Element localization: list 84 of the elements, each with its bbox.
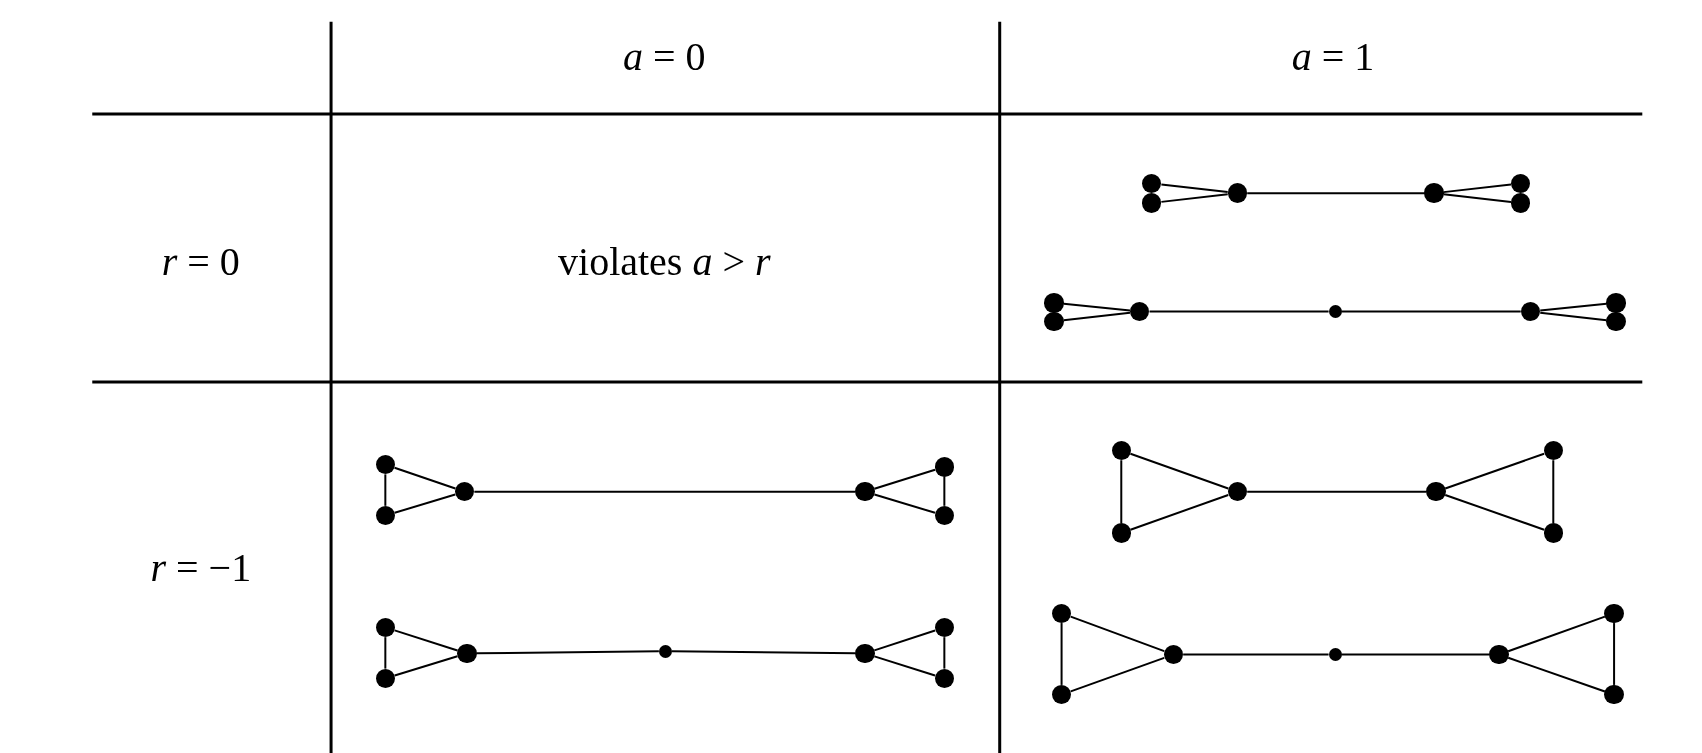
- graph-vertex: [934, 668, 955, 689]
- graph-edge: [1129, 494, 1230, 531]
- graph-edge: [1340, 653, 1491, 656]
- graph-edge: [873, 655, 937, 677]
- graph-edge: [1160, 193, 1229, 203]
- graph-edge: [1060, 622, 1063, 686]
- graph-vertex: [1604, 603, 1624, 624]
- graph-vertex: [375, 668, 396, 689]
- graph-edge: [393, 655, 459, 677]
- graph-edge: [1539, 311, 1608, 322]
- graph-vertex: [1543, 523, 1564, 543]
- graph-vertex: [1044, 311, 1064, 332]
- graph-vertex: [1111, 523, 1132, 543]
- graph-edge: [1552, 459, 1555, 525]
- graph-vertex: [658, 644, 672, 658]
- row-header: r = 0: [161, 237, 240, 284]
- graph-edge: [670, 650, 857, 655]
- graph-edge: [1062, 302, 1131, 312]
- graph-vertex: [1426, 481, 1446, 502]
- graph-edge: [1069, 656, 1166, 693]
- graph-edge: [1120, 459, 1123, 525]
- graph-edge: [1442, 193, 1512, 203]
- graph-vertex: [934, 617, 955, 638]
- graph-edge: [873, 468, 937, 490]
- graph-edge: [1613, 622, 1616, 686]
- graph-vertex: [1227, 481, 1248, 502]
- graph-edge: [393, 466, 457, 490]
- graph-vertex: [1606, 311, 1626, 332]
- graph-vertex: [375, 617, 396, 638]
- graph-vertex: [934, 456, 955, 477]
- graph-vertex: [1129, 301, 1150, 322]
- graph-vertex: [934, 505, 955, 526]
- graph-vertex: [1489, 644, 1509, 665]
- graph-vertex: [1044, 293, 1064, 313]
- graph-vertex: [1328, 648, 1342, 662]
- graph-edge: [1340, 310, 1522, 313]
- graph-vertex: [1051, 603, 1072, 624]
- graph-edge: [943, 636, 946, 670]
- graph-vertex: [454, 481, 475, 502]
- graph-edge: [1444, 493, 1546, 531]
- graph-vertex: [1510, 193, 1531, 213]
- graph-vertex: [1604, 684, 1624, 705]
- graph-edge: [475, 650, 660, 655]
- graph-edge: [1246, 192, 1426, 195]
- graph-vertex: [1051, 684, 1072, 705]
- cell-text: violates a > r: [558, 237, 771, 284]
- graph-edge: [1246, 490, 1428, 493]
- graph-vertex: [1111, 440, 1132, 461]
- graph-vertex: [375, 454, 396, 475]
- graph-edge: [873, 629, 937, 652]
- graph-vertex: [855, 481, 875, 502]
- graph-vertex: [1424, 183, 1444, 203]
- column-header: a = 1: [1291, 32, 1375, 80]
- graph-vertex: [375, 505, 396, 526]
- graph-edge: [473, 490, 857, 493]
- graph-vertex: [1543, 440, 1564, 461]
- graph-edge: [1160, 183, 1229, 194]
- graph-edge: [873, 493, 936, 514]
- graph-edge: [1129, 452, 1230, 490]
- graph-vertex: [1163, 644, 1184, 665]
- graph-vertex: [1606, 293, 1626, 313]
- graph-edge: [384, 473, 387, 507]
- graph-edge: [1507, 656, 1606, 693]
- graph-edge: [943, 475, 946, 507]
- graph-vertex: [1520, 301, 1541, 322]
- graph-edge: [1062, 311, 1132, 322]
- graph-edge: [1148, 310, 1330, 313]
- graph-vertex: [1227, 183, 1248, 203]
- graph-edge: [1182, 653, 1330, 656]
- graph-edge: [384, 636, 387, 670]
- graph-vertex: [1141, 173, 1162, 194]
- column-header: a = 0: [623, 32, 706, 80]
- graph-vertex: [1510, 173, 1531, 194]
- graph-vertex: [855, 643, 875, 664]
- graph-edge: [1507, 615, 1606, 653]
- graph-edge: [393, 629, 459, 652]
- graph-vertex: [456, 643, 477, 664]
- graph-edge: [393, 493, 457, 514]
- graph-edge: [1442, 183, 1512, 194]
- row-header: r = −1: [150, 543, 252, 591]
- graph-edge: [1539, 302, 1608, 312]
- graph-edge: [1444, 452, 1546, 490]
- graph-vertex: [1141, 193, 1162, 213]
- graph-vertex: [1328, 305, 1342, 318]
